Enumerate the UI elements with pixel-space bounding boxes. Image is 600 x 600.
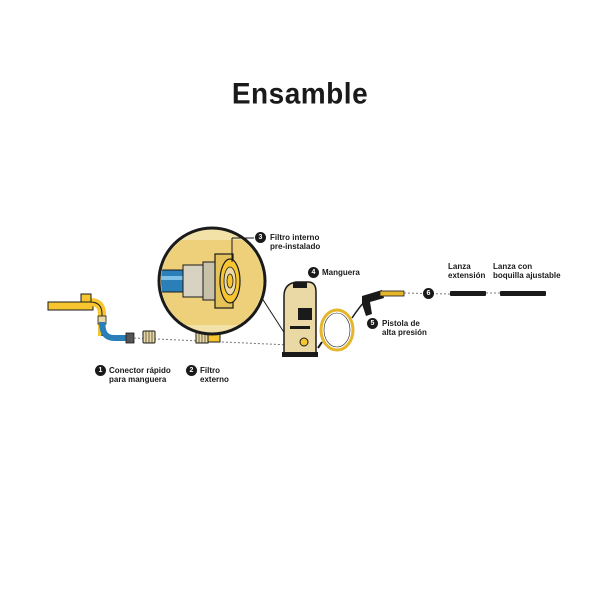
page-title: Ensamble bbox=[231, 77, 369, 110]
quick-connector bbox=[142, 330, 156, 344]
step-marker-1: 1 bbox=[95, 365, 106, 376]
step-marker-2: 2 bbox=[186, 365, 197, 376]
step-label-1: Conector rápido para manguera bbox=[109, 366, 171, 384]
internal-filter-zoom bbox=[157, 226, 267, 336]
step-label-2: Filtro externo bbox=[200, 366, 229, 384]
spray-gun bbox=[362, 290, 451, 316]
adjustable-nozzle-wand bbox=[500, 291, 546, 296]
step-marker-5: 5 bbox=[367, 318, 378, 329]
lanza-boquilla-label: Lanza con boquilla ajustable bbox=[493, 262, 561, 280]
lanza-extension-label: Lanza extensión bbox=[448, 262, 486, 280]
step-label-4: Manguera bbox=[322, 268, 360, 277]
step-marker-4: 4 bbox=[308, 267, 319, 278]
faucet-pipe bbox=[47, 293, 135, 344]
step-marker-6: 6 bbox=[423, 288, 434, 299]
step-label-3: Filtro interno pre-instalado bbox=[270, 233, 321, 251]
extension-wand bbox=[450, 291, 500, 296]
step-marker-3: 3 bbox=[255, 232, 266, 243]
hose-coil bbox=[317, 299, 367, 352]
step-label-5: Pistola de alta presión bbox=[382, 319, 427, 337]
pressure-washer bbox=[282, 281, 318, 357]
